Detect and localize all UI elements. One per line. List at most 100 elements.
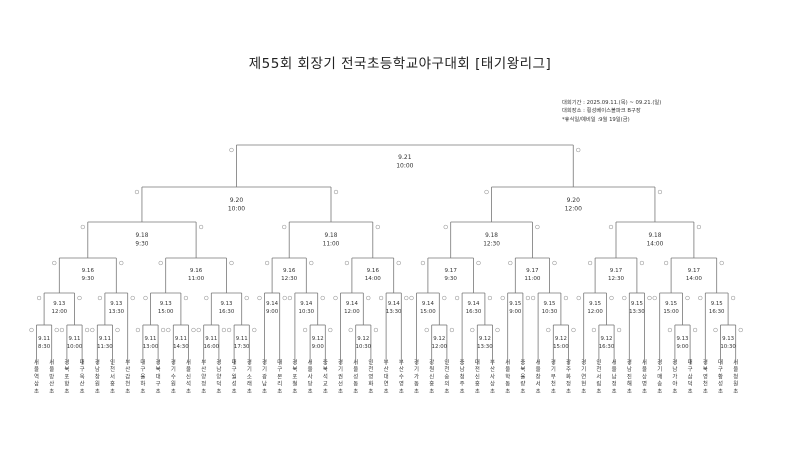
team-label-15-char-4: 초 xyxy=(262,388,267,395)
team-label-26-char-1: 원 xyxy=(429,365,434,373)
team-label-37-char-3: 림 xyxy=(596,380,601,388)
team-label-11-char-2: 양 xyxy=(201,372,206,380)
team-label-42-char-4: 초 xyxy=(672,388,677,395)
quarterfinal-3-date: 9.18 xyxy=(648,233,661,239)
r16-match-1-right-marker xyxy=(229,260,234,266)
team-label-24-char-1: 산 xyxy=(399,365,404,373)
team-label-33-char-3: 서 xyxy=(536,380,541,388)
prelim-match-14-right-marker xyxy=(738,327,743,333)
team-label-21-char-4: 초 xyxy=(353,388,358,395)
team-label-43-char-2: 삼 xyxy=(688,372,693,380)
team-label-15-char-3: 남 xyxy=(262,380,267,388)
r16-match-3-right-marker xyxy=(396,260,401,266)
r32-9-time: 16:30 xyxy=(466,309,482,315)
team-label-21-char-1: 울 xyxy=(353,366,358,373)
prelim-match-14-left-marker xyxy=(713,327,718,333)
team-label-5-char-2: 서 xyxy=(110,372,115,380)
semifinal-0-time: 10:00 xyxy=(228,206,245,213)
team-label-14-char-2: 소 xyxy=(247,373,252,380)
prelim-match-2-left-marker xyxy=(90,327,95,333)
team-label-5-char-3: 흥 xyxy=(110,380,115,388)
team-label-2-char-2: 포 xyxy=(64,373,69,380)
team-label-12-char-4: 초 xyxy=(216,388,221,395)
team-label-44-char-2: 영 xyxy=(703,372,708,380)
team-label-18-char-3: 당 xyxy=(308,381,313,388)
team-label-9-char-4: 초 xyxy=(171,388,176,395)
team-label-10-char-3: 석 xyxy=(186,380,191,388)
team-label-35-char-1: 주 xyxy=(566,366,571,373)
r32-match-1-right-marker xyxy=(130,295,135,301)
info-period: 대회기간 : 2025.09.11.(목) ~ 09.21.(일) xyxy=(562,100,662,106)
team-label-30-char-4: 초 xyxy=(490,388,495,395)
final-time: 10:00 xyxy=(396,163,413,170)
team-label-34-char-4: 초 xyxy=(551,388,556,395)
team-label-7-char-1: 구 xyxy=(140,366,145,373)
team-label-44-char-3: 천 xyxy=(703,380,708,388)
r32-match-13-right-marker xyxy=(647,295,652,301)
r16-match-5-right-marker xyxy=(552,260,557,266)
prelim-match-13-right-marker xyxy=(692,327,698,333)
team-label-42-char-2: 가 xyxy=(672,372,677,380)
r32-10-time: 9:00 xyxy=(509,309,522,315)
team-label-17-char-1: 북 xyxy=(292,366,297,373)
team-label-14-char-3: 래 xyxy=(247,380,252,388)
r32-match-6-left-marker xyxy=(333,295,338,301)
team-label-25-char-1: 기 xyxy=(414,365,419,373)
team-label-41-char-1: 기 xyxy=(657,365,662,373)
quarterfinal-1-right-marker xyxy=(375,224,380,230)
r32-match-7-left-marker xyxy=(378,295,384,301)
team-label-4-char-2: 창 xyxy=(95,372,100,380)
team-label-45-char-4: 초 xyxy=(718,388,723,395)
team-label-20-char-4: 초 xyxy=(338,388,343,395)
team-label-26-char-4: 초 xyxy=(429,388,434,395)
r16-5-date: 9.17 xyxy=(526,268,539,274)
team-label-23-char-3: 연 xyxy=(384,380,389,388)
semifinal-1-right-marker xyxy=(657,189,663,195)
r32-1-time: 13:30 xyxy=(109,309,125,315)
team-label-16-char-1: 구 xyxy=(277,366,282,373)
team-label-26-char-3: 흥 xyxy=(429,380,434,388)
team-label-27-char-4: 초 xyxy=(444,388,449,395)
semifinal-1-left-marker xyxy=(484,189,489,195)
team-label-42-char-1: 남 xyxy=(672,365,677,373)
prelim-match-11-right-marker xyxy=(571,327,576,333)
team-label-40-char-4: 초 xyxy=(642,388,647,395)
quarterfinal-0-date: 9.18 xyxy=(135,233,148,239)
r32-match-10-right-marker xyxy=(525,295,531,301)
team-label-34-char-3: 천 xyxy=(551,380,556,388)
team-label-10-char-4: 초 xyxy=(186,388,191,395)
quarterfinal-3-time: 14:00 xyxy=(647,241,664,247)
team-label-33-char-2: 창 xyxy=(536,372,541,380)
semifinal-1-date: 9.20 xyxy=(567,197,581,204)
team-label-30-char-2: 사 xyxy=(490,372,495,380)
team-label-32-char-4: 초 xyxy=(520,388,525,395)
prelim-match-9-right-marker xyxy=(449,327,455,333)
team-label-22-char-4: 초 xyxy=(368,388,373,395)
team-label-22-char-2: 영 xyxy=(368,372,373,380)
team-label-3-char-1: 구 xyxy=(80,366,85,373)
team-label-36-char-4: 초 xyxy=(581,388,586,395)
r32-match-11-left-marker xyxy=(530,295,536,301)
team-label-6-char-3: 천 xyxy=(125,380,130,388)
prelim-match-13-left-marker xyxy=(667,327,673,333)
team-label-18-char-1: 울 xyxy=(308,366,313,373)
r32-6-time: 12:00 xyxy=(344,309,360,315)
prelim-4-time: 14:30 xyxy=(173,344,189,350)
team-label-13-char-2: 월 xyxy=(232,372,237,380)
quarterfinal-2-right-marker xyxy=(535,224,540,230)
team-label-1-char-2: 방 xyxy=(49,372,54,380)
prelim-12-date: 9.12 xyxy=(600,336,612,342)
team-label-41-char-3: 송 xyxy=(657,380,662,388)
r32-4-time: 9:00 xyxy=(266,309,279,315)
r32-match-8-right-marker xyxy=(442,295,447,301)
r32-match-14-right-marker xyxy=(685,295,690,301)
quarterfinal-1-date: 9.18 xyxy=(325,233,338,239)
team-label-6-char-1: 산 xyxy=(125,365,130,373)
r32-match-15-left-marker xyxy=(698,295,703,301)
team-label-41-char-2: 매 xyxy=(657,372,662,380)
team-label-27-char-3: 의 xyxy=(444,381,449,388)
team-label-37-char-4: 초 xyxy=(596,388,601,395)
team-label-40-char-2: 상 xyxy=(642,372,647,380)
r16-match-6-left-marker xyxy=(587,260,593,266)
